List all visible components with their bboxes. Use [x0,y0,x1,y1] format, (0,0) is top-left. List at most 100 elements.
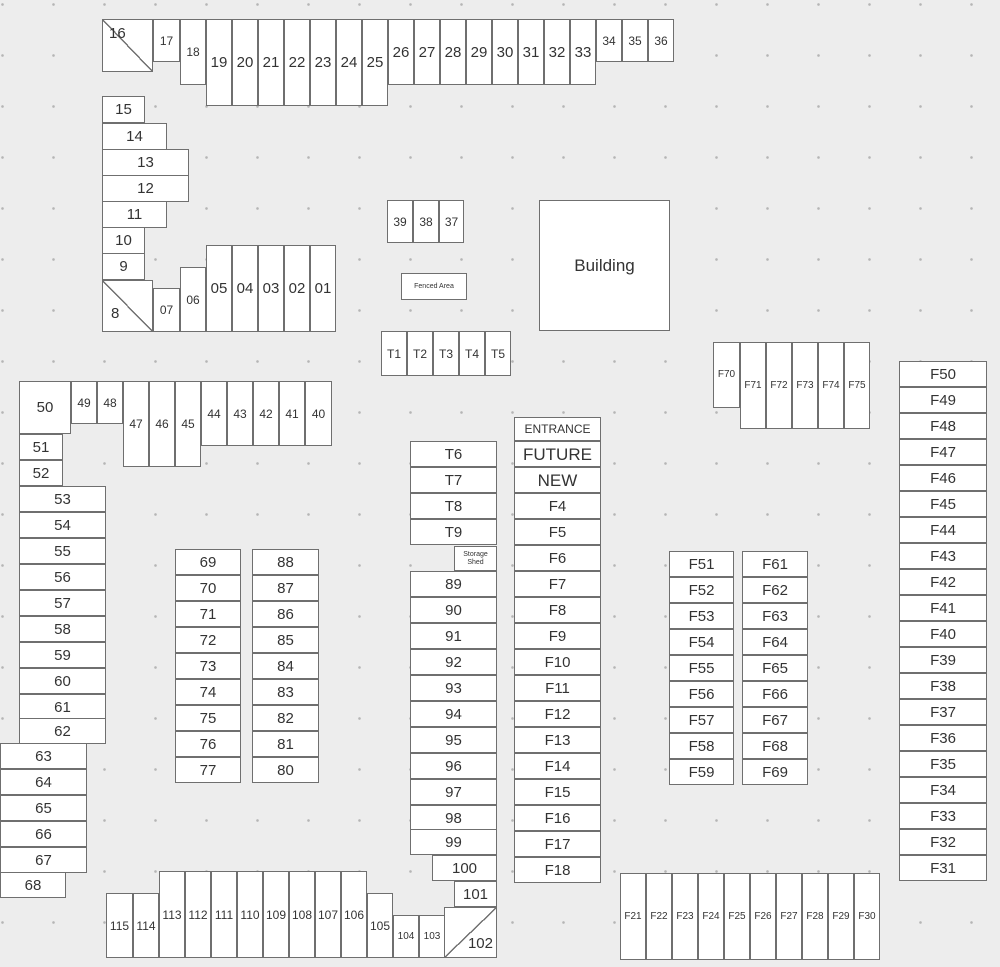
unit-f7[interactable]: F7 [514,571,601,597]
unit-56[interactable]: 56 [19,564,106,590]
unit-f30[interactable]: F30 [854,873,880,960]
unit-82[interactable]: 82 [252,705,319,731]
unit-109[interactable]: 109 [263,871,289,958]
unit-f63[interactable]: F63 [742,603,808,629]
unit-t1[interactable]: T1 [381,331,407,376]
unit-9[interactable]: 9 [102,253,145,280]
unit-104[interactable]: 104 [393,915,419,958]
unit-108[interactable]: 108 [289,871,315,958]
unit-f45[interactable]: F45 [899,491,987,517]
unit-f13[interactable]: F13 [514,727,601,753]
unit-f69[interactable]: F69 [742,759,808,785]
unit-20[interactable]: 20 [232,19,258,106]
unit-04[interactable]: 04 [232,245,258,332]
unit-15[interactable]: 15 [102,96,145,123]
unit-f8[interactable]: F8 [514,597,601,623]
unit-06[interactable]: 06 [180,267,206,332]
unit-f43[interactable]: F43 [899,543,987,569]
unit-73[interactable]: 73 [175,653,241,679]
unit-f59[interactable]: F59 [669,759,734,785]
unit-f48[interactable]: F48 [899,413,987,439]
unit-50[interactable]: 50 [19,381,71,434]
unit-f27[interactable]: F27 [776,873,802,960]
unit-f66[interactable]: F66 [742,681,808,707]
unit-46[interactable]: 46 [149,381,175,467]
unit-113[interactable]: 113 [159,871,185,958]
unit-10[interactable]: 10 [102,227,145,254]
unit-f23[interactable]: F23 [672,873,698,960]
unit-98[interactable]: 98 [410,805,497,831]
unit-f71[interactable]: F71 [740,342,766,429]
unit-f16[interactable]: F16 [514,805,601,831]
unit-f51[interactable]: F51 [669,551,734,577]
unit-43[interactable]: 43 [227,381,253,446]
unit-51[interactable]: 51 [19,434,63,460]
unit-31[interactable]: 31 [518,19,544,85]
unit-97[interactable]: 97 [410,779,497,805]
unit-89[interactable]: 89 [410,571,497,597]
unit-106[interactable]: 106 [341,871,367,958]
unit-f34[interactable]: F34 [899,777,987,803]
unit-f49[interactable]: F49 [899,387,987,413]
unit-72[interactable]: 72 [175,627,241,653]
unit-future[interactable]: FUTURE [514,441,601,467]
unit-f42[interactable]: F42 [899,569,987,595]
unit-48[interactable]: 48 [97,381,123,424]
unit-49[interactable]: 49 [71,381,97,424]
unit-f62[interactable]: F62 [742,577,808,603]
unit-f68[interactable]: F68 [742,733,808,759]
unit-110[interactable]: 110 [237,871,263,958]
unit-52[interactable]: 52 [19,460,63,486]
unit-storage-shed[interactable]: Storage Shed [454,546,497,571]
unit-t5[interactable]: T5 [485,331,511,376]
unit-42[interactable]: 42 [253,381,279,446]
unit-67[interactable]: 67 [0,847,87,873]
unit-99[interactable]: 99 [410,829,497,855]
unit-t3[interactable]: T3 [433,331,459,376]
unit-23[interactable]: 23 [310,19,336,106]
unit-f33[interactable]: F33 [899,803,987,829]
unit-f35[interactable]: F35 [899,751,987,777]
unit-f5[interactable]: F5 [514,519,601,545]
unit-f12[interactable]: F12 [514,701,601,727]
unit-65[interactable]: 65 [0,795,87,821]
unit-24[interactable]: 24 [336,19,362,106]
unit-07[interactable]: 07 [153,288,180,332]
unit-37[interactable]: 37 [439,200,464,243]
unit-21[interactable]: 21 [258,19,284,106]
unit-f72[interactable]: F72 [766,342,792,429]
unit-f73[interactable]: F73 [792,342,818,429]
unit-107[interactable]: 107 [315,871,341,958]
unit-f74[interactable]: F74 [818,342,844,429]
unit-f54[interactable]: F54 [669,629,734,655]
unit-f57[interactable]: F57 [669,707,734,733]
unit-12[interactable]: 12 [102,175,189,202]
unit-64[interactable]: 64 [0,769,87,795]
unit-f11[interactable]: F11 [514,675,601,701]
unit-f40[interactable]: F40 [899,621,987,647]
unit-62[interactable]: 62 [19,718,106,744]
unit-building[interactable]: Building [539,200,670,331]
unit-27[interactable]: 27 [414,19,440,85]
unit-t4[interactable]: T4 [459,331,485,376]
unit-94[interactable]: 94 [410,701,497,727]
unit-102[interactable]: 102 [444,907,497,958]
unit-96[interactable]: 96 [410,753,497,779]
unit-f24[interactable]: F24 [698,873,724,960]
unit-28[interactable]: 28 [440,19,466,85]
unit-16[interactable]: 16 [102,19,153,72]
unit-f22[interactable]: F22 [646,873,672,960]
unit-f10[interactable]: F10 [514,649,601,675]
unit-77[interactable]: 77 [175,757,241,783]
unit-91[interactable]: 91 [410,623,497,649]
unit-f21[interactable]: F21 [620,873,646,960]
unit-39[interactable]: 39 [387,200,413,243]
unit-68[interactable]: 68 [0,872,66,898]
unit-t9[interactable]: T9 [410,519,497,545]
unit-03[interactable]: 03 [258,245,284,332]
unit-f61[interactable]: F61 [742,551,808,577]
unit-84[interactable]: 84 [252,653,319,679]
unit-90[interactable]: 90 [410,597,497,623]
unit-34[interactable]: 34 [596,19,622,62]
unit-25[interactable]: 25 [362,19,388,106]
